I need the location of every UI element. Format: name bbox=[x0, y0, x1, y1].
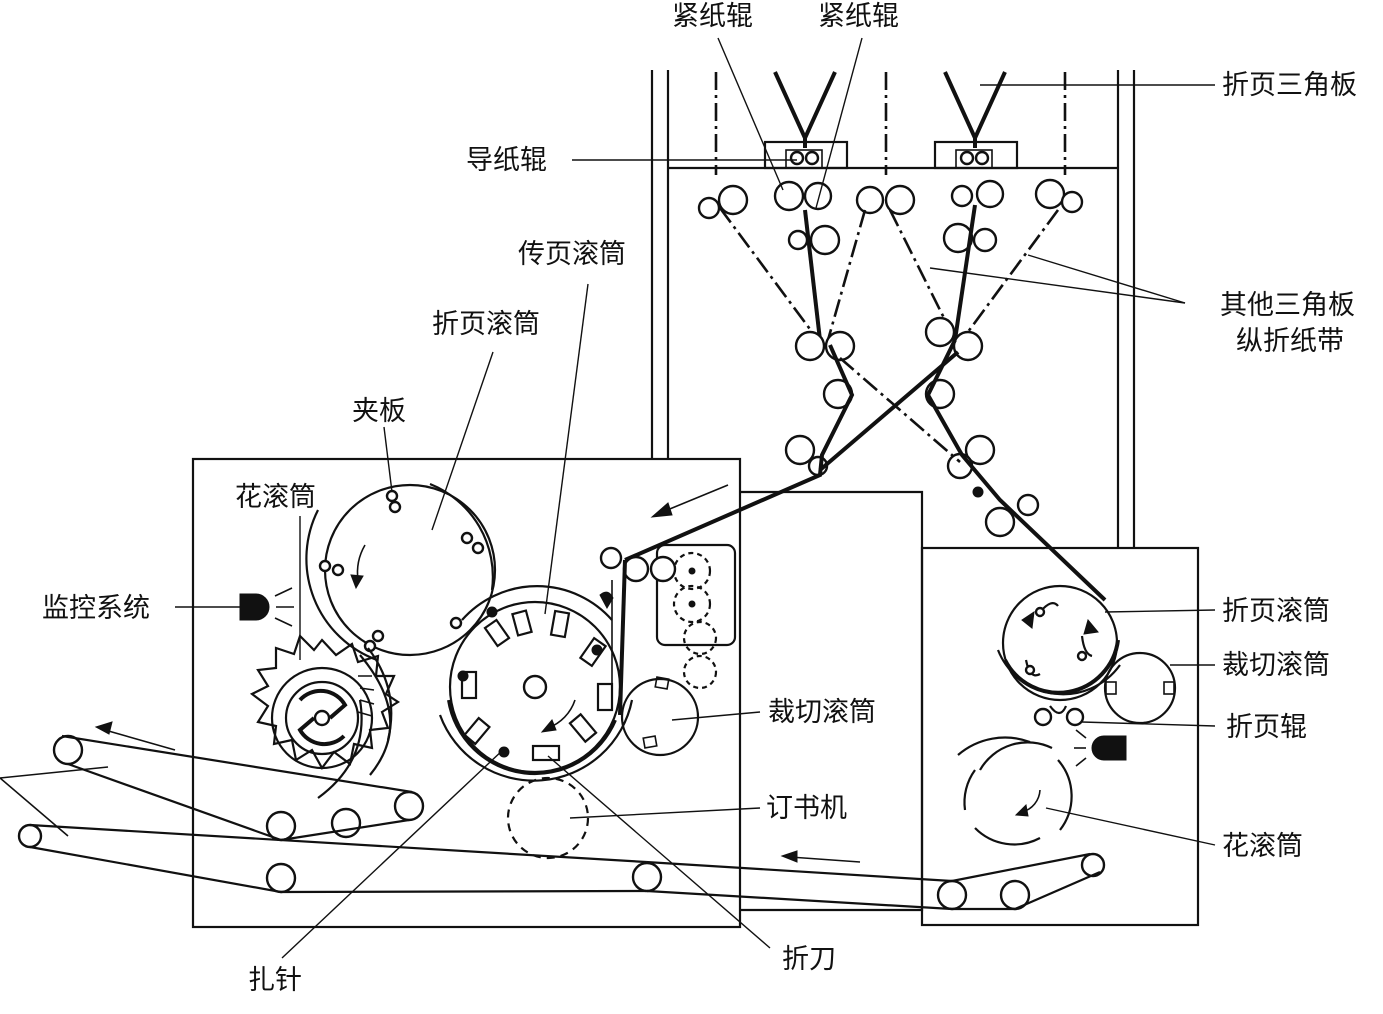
upper-frame bbox=[650, 70, 1136, 548]
web-direction-arrow bbox=[650, 484, 729, 518]
folding-cylinder-right bbox=[996, 584, 1121, 702]
label-longitudinal-fold-belt: 纵折纸带 bbox=[1236, 326, 1344, 357]
folding-cylinder-left bbox=[305, 482, 497, 662]
guide-roller-right bbox=[933, 140, 1019, 170]
crossing-webs bbox=[624, 339, 1107, 602]
label-clamp-plate: 夹板 bbox=[352, 396, 406, 427]
longitudinal-fold-belts bbox=[718, 204, 1060, 341]
cutting-cylinder-right bbox=[1103, 651, 1177, 725]
guide-roller-left bbox=[763, 140, 849, 170]
label-cutting-cylinder-center: 裁切滚筒 bbox=[768, 697, 876, 728]
monitoring-system-right bbox=[1074, 729, 1127, 767]
folding-rollers-right bbox=[1033, 705, 1085, 727]
right-housing bbox=[920, 546, 1200, 927]
label-folding-blade: 折刀 bbox=[782, 944, 836, 975]
conveyor-left-lower bbox=[17, 823, 663, 894]
label-folding-roller: 折页辊 bbox=[1226, 712, 1307, 743]
stapler bbox=[506, 776, 590, 860]
label-tension-roller-1: 紧纸辊 bbox=[672, 1, 753, 32]
label-stapler: 订书机 bbox=[766, 793, 847, 824]
fan-wheel-left bbox=[249, 633, 401, 799]
leader-lines bbox=[175, 37, 1216, 959]
label-pin: 扎针 bbox=[248, 965, 302, 996]
monitoring-dot bbox=[972, 486, 984, 498]
label-monitoring-system: 监控系统 bbox=[42, 593, 150, 624]
convergence-rollers bbox=[784, 316, 1040, 538]
label-tension-roller-2: 紧纸辊 bbox=[818, 1, 899, 32]
entry-rollers bbox=[599, 543, 737, 716]
monitoring-system-left bbox=[239, 587, 294, 627]
folding-triangle-right bbox=[943, 71, 1007, 148]
conveyor-left-upper bbox=[52, 734, 425, 842]
label-fan-wheel-right: 花滚筒 bbox=[1222, 831, 1303, 862]
label-folding-triangle: 折页三角板 bbox=[1222, 70, 1357, 101]
labels: 紧纸辊 紧纸辊 折页三角板 导纸辊 传页滚筒 其他三角板 纵折纸带 折页滚筒 夹… bbox=[42, 1, 1357, 996]
label-fan-wheel-left: 花滚筒 bbox=[235, 482, 316, 513]
label-transfer-cylinder: 传页滚筒 bbox=[518, 239, 626, 270]
label-folding-cylinder-left: 折页滚筒 bbox=[432, 309, 540, 340]
top-rollers bbox=[697, 178, 1084, 256]
label-guide-roller: 导纸辊 bbox=[466, 145, 547, 176]
fan-wheel-right bbox=[957, 736, 1073, 846]
label-other-triangles: 其他三角板 bbox=[1220, 290, 1355, 321]
transfer-cylinder bbox=[438, 585, 634, 782]
conveyor-arrows bbox=[0, 721, 861, 863]
label-cutting-cylinder-right: 裁切滚筒 bbox=[1222, 650, 1330, 681]
web-lines-top bbox=[714, 72, 1067, 175]
folding-triangle-left bbox=[773, 71, 837, 148]
cutting-cylinder-center bbox=[620, 620, 718, 757]
left-housing bbox=[191, 457, 742, 929]
conveyor-right bbox=[645, 852, 1106, 911]
label-folding-cylinder-right: 折页滚筒 bbox=[1222, 596, 1330, 627]
